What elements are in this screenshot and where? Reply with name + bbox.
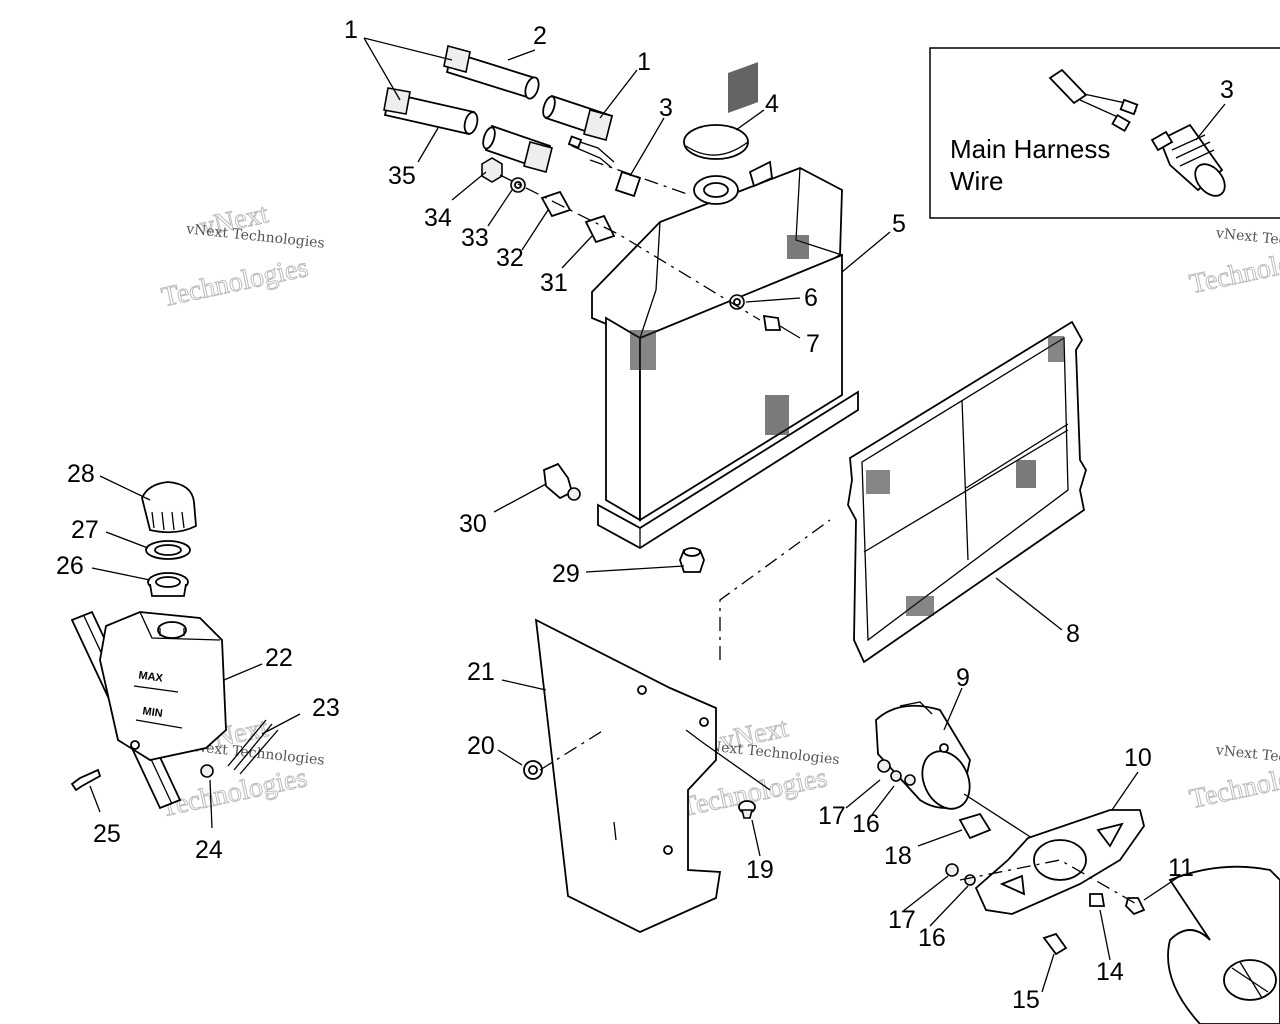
callout-5: 5 xyxy=(892,210,906,238)
callout-32: 32 xyxy=(496,244,524,272)
callout-33: 33 xyxy=(461,224,489,252)
radiator-cap-4 xyxy=(683,124,749,160)
plug-19 xyxy=(738,800,756,819)
temp-sensor-3 xyxy=(567,135,642,198)
upper-hose-clamps xyxy=(383,45,614,173)
drain-valve-30 xyxy=(543,462,581,501)
hose-clamp-1b xyxy=(383,87,411,115)
callout-25: 25 xyxy=(93,820,121,848)
watermark-company: Technologies xyxy=(1187,239,1280,300)
inset-frame xyxy=(929,47,1280,219)
callout-16a: 16 xyxy=(852,810,880,838)
grommet-29 xyxy=(679,547,705,573)
radiator-mount-fasteners xyxy=(481,157,616,244)
motor-fasteners-upper xyxy=(877,759,916,786)
hose-clamp-lower xyxy=(523,141,553,173)
callout-23: 23 xyxy=(312,694,340,722)
callout-18: 18 xyxy=(884,842,912,870)
fan-bracket-10 xyxy=(974,809,1145,915)
callout-9: 9 xyxy=(956,664,970,692)
callout-15: 15 xyxy=(1012,986,1040,1014)
callout-22: 22 xyxy=(265,644,293,672)
centerlines xyxy=(499,159,1141,907)
rivet-20 xyxy=(523,760,543,780)
callout-31: 31 xyxy=(540,269,568,297)
callout-4: 4 xyxy=(765,90,779,118)
washer-16b xyxy=(964,874,976,886)
callout-10: 10 xyxy=(1124,744,1152,772)
callout-30: 30 xyxy=(459,510,487,538)
hose-clamp-1a xyxy=(443,45,471,73)
reservoir-max-mark: MAX xyxy=(138,669,165,684)
callout-20: 20 xyxy=(467,732,495,760)
nut-17b xyxy=(945,863,959,877)
callout-19: 19 xyxy=(746,856,774,884)
reservoir-min-mark: MIN xyxy=(142,705,164,720)
callout-14: 14 xyxy=(1096,958,1124,986)
harness-connector-drawing xyxy=(1048,68,1139,133)
callout-1b: 1 xyxy=(637,48,651,76)
nut-11 xyxy=(1125,897,1146,916)
bracket-fasteners xyxy=(945,863,1146,956)
spacer-18 xyxy=(958,812,992,840)
watermark-company: Technologies xyxy=(158,762,310,823)
spacer-31 xyxy=(584,214,616,244)
callout-2: 2 xyxy=(533,22,547,50)
callout-8: 8 xyxy=(1066,620,1080,648)
fan-blade xyxy=(1167,865,1280,1024)
watermark-company: Technologies xyxy=(159,252,311,313)
bolt-15 xyxy=(1042,932,1068,956)
inset-label-line2: Wire xyxy=(950,166,1003,196)
callout-numbers: 1 2 1 3 4 35 34 33 32 31 5 6 7 28 27 26 … xyxy=(56,16,1194,1014)
radiator-screen-8 xyxy=(847,320,1087,664)
nut-34 xyxy=(481,157,503,183)
callout-24: 24 xyxy=(195,836,223,864)
callout-29: 29 xyxy=(552,560,580,588)
temperature-sensor-drawing xyxy=(1150,123,1226,197)
callout-6: 6 xyxy=(804,284,818,312)
hose-clamp-1c xyxy=(583,109,613,141)
callout-3-inset: 3 xyxy=(1220,76,1234,104)
callout-7: 7 xyxy=(806,330,820,358)
coolant-reservoir-22: MAX MIN xyxy=(70,610,227,810)
callout-17b: 17 xyxy=(888,906,916,934)
bolt-7 xyxy=(762,314,782,331)
callout-16b: 16 xyxy=(918,924,946,952)
callout-26: 26 xyxy=(56,552,84,580)
callout-3: 3 xyxy=(659,94,673,122)
radiator-bolts xyxy=(729,294,782,331)
bolt-14 xyxy=(1089,893,1106,907)
fan-motor-9 xyxy=(875,701,1033,839)
gasket-27 xyxy=(145,540,191,560)
radiator-5 xyxy=(591,62,859,550)
leader-lines xyxy=(89,37,1181,993)
shroud-panel-21 xyxy=(534,618,771,933)
callout-28: 28 xyxy=(67,460,95,488)
callout-11: 11 xyxy=(1168,854,1194,882)
callout-34: 34 xyxy=(424,204,452,232)
nut-24 xyxy=(200,764,214,778)
leader-3-inset xyxy=(1195,103,1226,141)
gasket-26 xyxy=(147,572,189,597)
callout-21: 21 xyxy=(467,658,495,686)
reservoir-cap-28 xyxy=(141,481,197,534)
inset-label-line1: Main Harness xyxy=(950,134,1110,164)
callout-35: 35 xyxy=(388,162,416,190)
callout-27: 27 xyxy=(71,516,99,544)
callout-1a: 1 xyxy=(344,16,358,44)
main-harness-inset: Main Harness Wire 3 xyxy=(929,47,1280,219)
screw-25 xyxy=(70,768,102,792)
callout-17a: 17 xyxy=(818,802,846,830)
